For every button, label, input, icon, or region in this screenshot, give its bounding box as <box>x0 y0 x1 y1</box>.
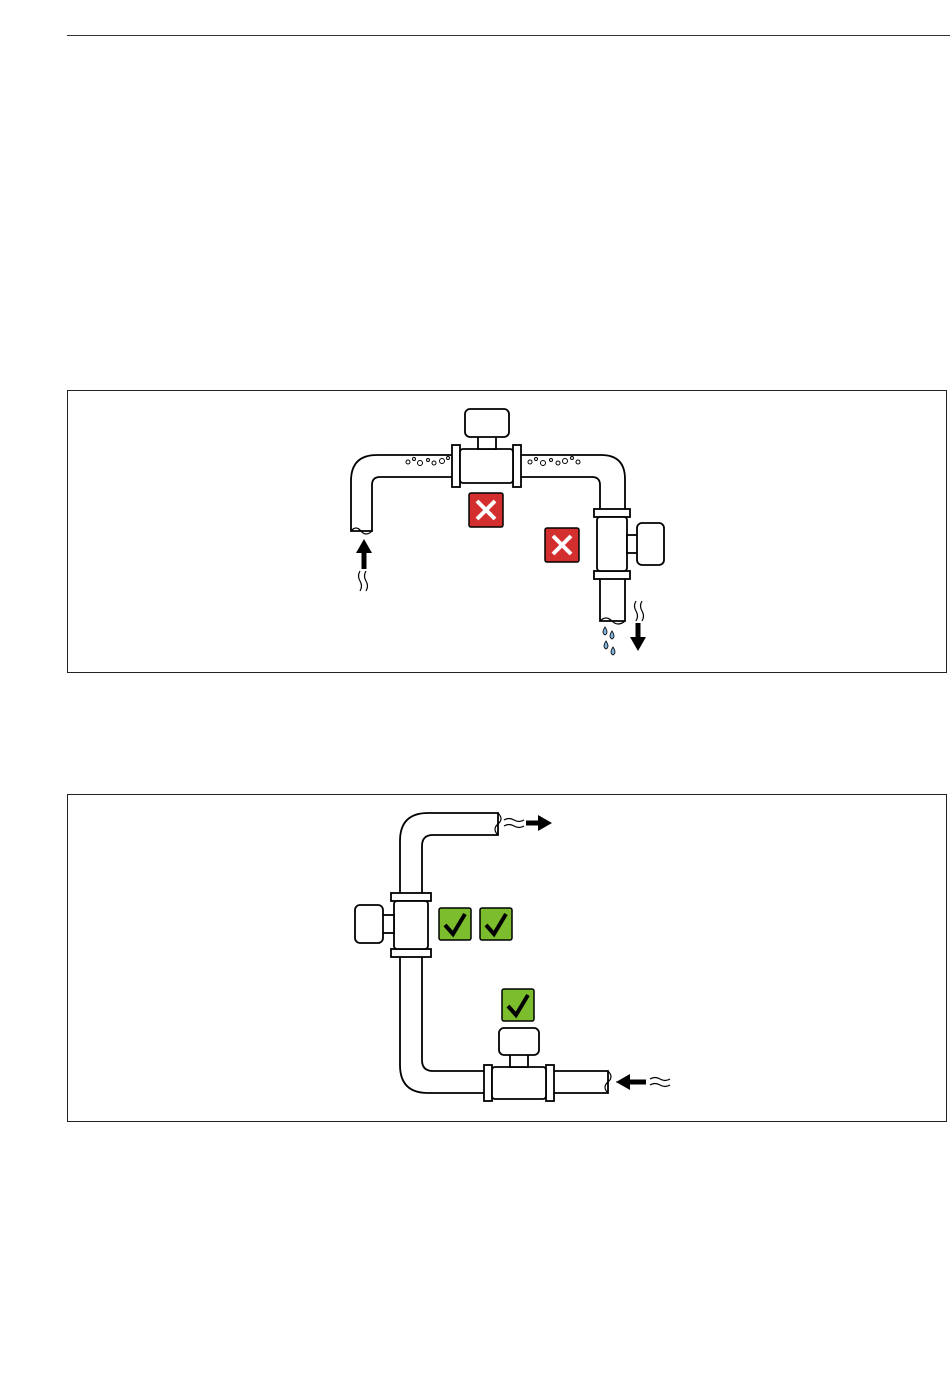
cross-icon <box>469 493 503 527</box>
figure-recommended <box>67 794 947 1122</box>
droplets-icon <box>603 627 615 655</box>
flowmeter-horizontal <box>452 409 521 487</box>
flow-direction-arrow <box>356 539 372 591</box>
flowmeter-vertical <box>355 893 431 957</box>
flow-direction-arrow <box>504 815 552 831</box>
cross-icon <box>545 528 579 562</box>
check-icon <box>439 908 471 940</box>
flow-direction-arrow <box>630 601 646 651</box>
diagram-recommended <box>68 795 948 1123</box>
flowmeter-horizontal <box>484 1028 554 1101</box>
flowmeter-vertical <box>594 509 664 579</box>
figure-not-recommended <box>67 390 947 673</box>
diagram-not-recommended <box>68 391 948 674</box>
flow-direction-arrow <box>616 1074 670 1090</box>
check-icon <box>480 908 512 940</box>
header-rule <box>67 35 950 36</box>
check-icon <box>502 989 534 1021</box>
